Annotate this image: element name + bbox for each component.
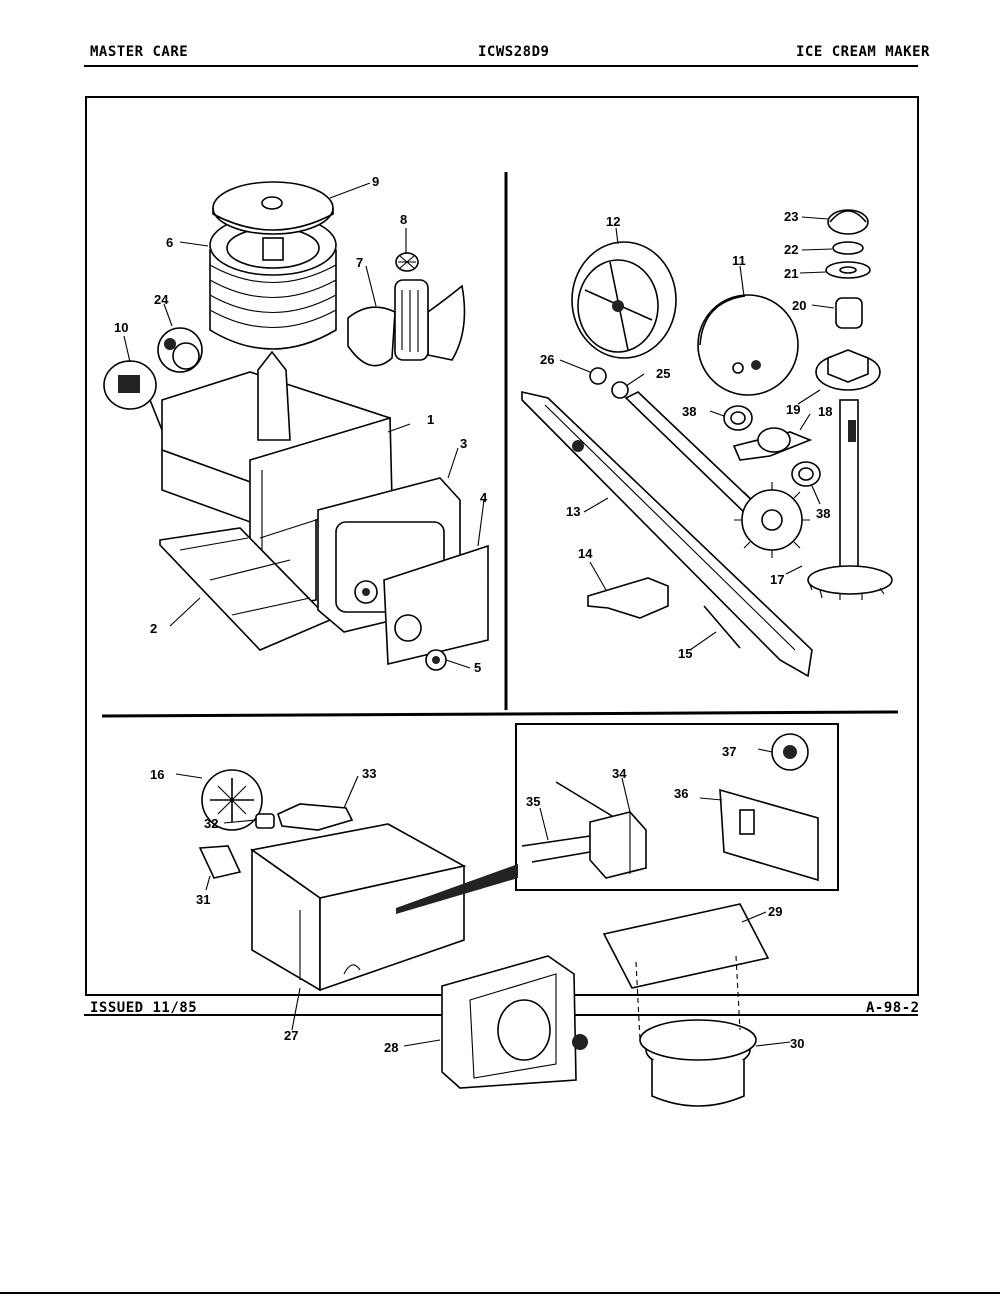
agitator-arm-part [521, 390, 813, 678]
callout-17: 17 [770, 572, 784, 587]
switch-screw-part-lower [531, 851, 591, 863]
switch-plate-part [719, 788, 819, 882]
ice-bucket-part [209, 214, 337, 350]
callout-5: 5 [474, 660, 481, 675]
callout-31: 31 [196, 892, 210, 907]
cam-part [697, 294, 799, 396]
callout-22: 22 [784, 242, 798, 257]
callout-24: 24 [154, 292, 169, 307]
callout-34: 34 [612, 766, 627, 781]
motor-bracket-part [250, 823, 467, 992]
callout-3: 3 [460, 436, 467, 451]
callout-15: 15 [678, 646, 692, 661]
drive-wheel-part [571, 241, 677, 359]
micro-switch-part [555, 781, 647, 879]
washer-hole-upper [730, 411, 746, 425]
drive-shaft-part [807, 399, 893, 600]
callout-13: 13 [566, 504, 580, 519]
nut-part [589, 367, 607, 385]
housing-switch-part [103, 360, 167, 441]
switch-plate-slot [739, 809, 755, 835]
alignment-lines [635, 955, 741, 1041]
drive-coupler-part [201, 769, 263, 831]
control-knob-part [425, 649, 447, 671]
callout-21: 21 [784, 266, 798, 281]
callout-37: 37 [722, 744, 736, 759]
callout-30: 30 [790, 1036, 804, 1051]
spacer-part [611, 381, 629, 399]
lower-assembly [198, 723, 839, 1107]
header-model: ICWS28D9 [478, 44, 550, 60]
callout-33: 33 [362, 766, 376, 781]
header-title: ICE CREAM MAKER [796, 44, 930, 60]
bucket-assembly [103, 181, 489, 671]
callout-8: 8 [400, 212, 407, 227]
callout-20: 20 [792, 298, 806, 313]
motor-housing-part [639, 1019, 757, 1107]
drive-motor-part [441, 955, 588, 1089]
callout-25: 25 [656, 366, 670, 381]
callout-1: 1 [427, 412, 434, 427]
callout-18: 18 [818, 404, 832, 419]
callout-19: 19 [786, 402, 800, 417]
thermostat-part [198, 845, 242, 879]
callout-32: 32 [204, 816, 218, 831]
gear-bracket-part [732, 427, 813, 461]
callout-6: 6 [166, 235, 173, 250]
header-brand: MASTER CARE [90, 44, 189, 60]
switch-inset-frame [515, 723, 839, 891]
small-clip-part [255, 813, 275, 829]
pinion-gear-part [734, 482, 810, 558]
callout-29: 29 [768, 904, 782, 919]
footer-issued: ISSUED 11/85 [90, 1000, 198, 1016]
coupler-clip-part [277, 803, 354, 831]
bucket-lid-part [212, 181, 334, 235]
callout-35: 35 [526, 794, 540, 809]
switch-nut-hole [783, 745, 797, 759]
callout-11: 11 [732, 253, 746, 268]
inset-pointer [396, 864, 518, 914]
bearing-stack-part [815, 209, 881, 391]
paddle-nut-part [395, 252, 419, 272]
screw-part [703, 605, 741, 649]
callout-28: 28 [384, 1040, 398, 1055]
callout-12: 12 [606, 214, 620, 229]
mounting-bracket-part [587, 577, 669, 619]
callout-labels: 1 2 3 4 5 6 7 8 9 10 11 12 13 14 15 16 1… [114, 174, 832, 1055]
callout-26: 26 [540, 352, 554, 367]
housing-base-part [159, 527, 332, 651]
callout-38-lower: 38 [816, 506, 830, 521]
drive-assembly [521, 209, 893, 678]
switch-screw-part-upper [521, 835, 591, 847]
auger-cap-part [157, 327, 203, 373]
paddle-part [347, 279, 466, 367]
callout-4: 4 [480, 490, 488, 505]
leader-lines [123, 182, 835, 1047]
callout-2: 2 [150, 621, 157, 636]
callout-38-upper: 38 [682, 404, 696, 419]
callout-7: 7 [356, 255, 363, 270]
motor-cover-plate-part [602, 903, 770, 989]
section-divider-horizontal [101, 710, 899, 718]
callout-9: 9 [372, 174, 379, 189]
callout-14: 14 [578, 546, 593, 561]
callout-36: 36 [674, 786, 688, 801]
cover-plate-part [383, 544, 489, 666]
callout-10: 10 [114, 320, 128, 335]
callout-16: 16 [150, 767, 164, 782]
washer-hole-lower [798, 467, 814, 481]
callout-27: 27 [284, 1028, 298, 1043]
callout-23: 23 [784, 209, 798, 224]
footer-page-code: A-98-2 [866, 1000, 920, 1016]
